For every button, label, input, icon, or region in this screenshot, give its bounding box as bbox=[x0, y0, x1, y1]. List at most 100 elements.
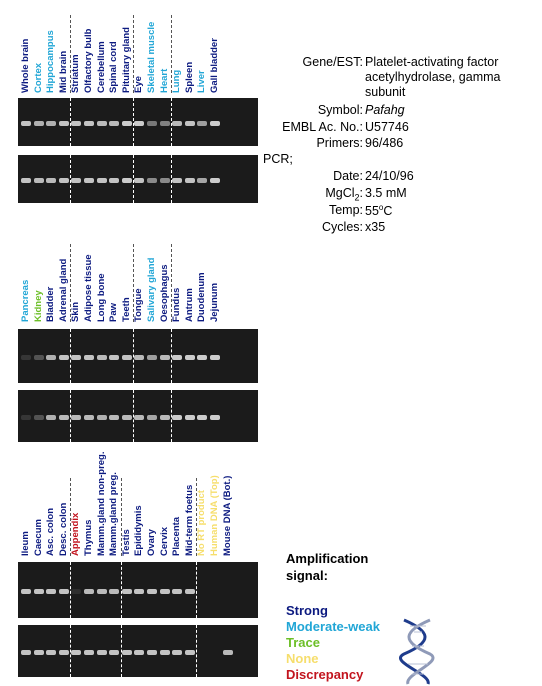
gel-band bbox=[21, 649, 31, 655]
gel-band bbox=[134, 649, 145, 655]
gel-band bbox=[46, 414, 57, 420]
lane-label: Cervix bbox=[158, 526, 170, 556]
lane-separator bbox=[133, 98, 135, 146]
gel-band bbox=[109, 414, 120, 420]
gel-band bbox=[172, 178, 183, 184]
gel-band bbox=[21, 414, 31, 420]
gel-band bbox=[121, 649, 132, 655]
lane-separator bbox=[133, 390, 135, 442]
lane-separator bbox=[70, 625, 72, 677]
lane-separator bbox=[120, 562, 122, 618]
gel-band bbox=[172, 588, 183, 594]
symbol-value: Pafahg bbox=[365, 103, 405, 117]
gel-band bbox=[109, 178, 120, 184]
gel-band bbox=[159, 649, 170, 655]
gene-row-3: subunit bbox=[263, 85, 538, 101]
lane-label: Duodenum bbox=[196, 272, 208, 322]
lane-separator bbox=[70, 390, 72, 442]
gel-band bbox=[134, 414, 145, 420]
mgcl-value: 3.5 mM bbox=[365, 186, 407, 200]
lane-label: Spinal cord bbox=[108, 41, 120, 93]
lane-label: Placenta bbox=[171, 516, 183, 556]
lane-label: Heart bbox=[158, 68, 170, 93]
lane-label: Salivary gland bbox=[146, 257, 157, 322]
lane-label: Liver bbox=[196, 70, 208, 93]
lane-separator bbox=[70, 562, 72, 618]
label-separator bbox=[196, 478, 198, 556]
lane-label: Pancreas bbox=[20, 279, 31, 322]
gel-band bbox=[222, 649, 233, 655]
primers-key: Primers: bbox=[316, 136, 363, 150]
gel-band bbox=[33, 414, 44, 420]
lane-separator bbox=[170, 98, 172, 146]
lane-label: Asc. colon bbox=[45, 507, 57, 556]
gel-band bbox=[159, 121, 170, 127]
lane-label: Paw bbox=[108, 302, 120, 322]
gel-band bbox=[21, 354, 31, 360]
lane-separator bbox=[70, 98, 72, 146]
gel-band bbox=[147, 649, 157, 655]
gel-band bbox=[58, 649, 69, 655]
gel-band bbox=[172, 649, 183, 655]
pcr-key: PCR; bbox=[263, 152, 293, 166]
lane-label: Ileum bbox=[20, 531, 31, 556]
symbol-key: Symbol: bbox=[317, 103, 363, 117]
gel-band bbox=[46, 121, 57, 127]
lane-label: Cerebellum bbox=[95, 41, 107, 93]
legend-item-trace: Trace bbox=[286, 635, 320, 650]
gel-band bbox=[184, 588, 195, 594]
gel-band bbox=[109, 588, 120, 594]
mgcl-row: MgCl2: 3.5 mM bbox=[263, 186, 538, 203]
lane-separator bbox=[133, 329, 135, 383]
gel-band bbox=[121, 414, 132, 420]
gel-band bbox=[71, 178, 82, 184]
label-separator bbox=[70, 244, 72, 322]
gel-band bbox=[184, 354, 195, 360]
label-separator bbox=[120, 478, 122, 556]
gel-band bbox=[172, 414, 183, 420]
lane-label: Eye bbox=[133, 76, 145, 93]
gel-band bbox=[84, 121, 94, 127]
gel-band bbox=[84, 178, 94, 184]
gel-band bbox=[197, 178, 208, 184]
gel-band bbox=[147, 414, 157, 420]
embl-value: U57746 bbox=[365, 120, 409, 134]
gel-image bbox=[18, 155, 258, 203]
gel-band bbox=[159, 588, 170, 594]
gel-band bbox=[134, 178, 145, 184]
legend-title-line1: Amplification bbox=[286, 551, 369, 566]
gel-band bbox=[96, 121, 107, 127]
gel-image bbox=[18, 329, 258, 383]
gel-band bbox=[109, 121, 120, 127]
gel-band bbox=[159, 354, 170, 360]
lane-label: Cortex bbox=[32, 62, 44, 93]
gel-band bbox=[147, 588, 157, 594]
gel-image bbox=[18, 562, 258, 618]
gel-band bbox=[21, 121, 31, 127]
label-separator bbox=[170, 15, 172, 93]
date-row: Date: 24/10/96 bbox=[263, 169, 538, 185]
gel-band bbox=[46, 649, 57, 655]
symbol-row: Symbol: Pafahg bbox=[263, 103, 538, 119]
date-value: 24/10/96 bbox=[365, 169, 414, 183]
gel-band bbox=[109, 354, 120, 360]
lane-label: Striatum bbox=[70, 54, 82, 93]
lane-label: Human DNA (Top) bbox=[209, 475, 220, 556]
temp-value-degree: o bbox=[378, 203, 384, 212]
gel-band bbox=[197, 414, 208, 420]
lane-separator bbox=[196, 625, 198, 677]
gel-band bbox=[197, 121, 208, 127]
gel-band bbox=[159, 178, 170, 184]
gel-band bbox=[197, 354, 208, 360]
lane-label: Olfactory bulb bbox=[83, 28, 94, 93]
lane-label: Skin bbox=[70, 301, 82, 322]
gel-band bbox=[184, 414, 195, 420]
lane-label: Lung bbox=[171, 69, 183, 93]
legend-item-discrepancy: Discrepancy bbox=[286, 667, 364, 682]
gel-band bbox=[84, 588, 94, 594]
lane-label: Kidney bbox=[32, 290, 44, 322]
lane-label: Hippocampus bbox=[45, 30, 57, 93]
gel-band bbox=[96, 178, 107, 184]
label-separator bbox=[170, 244, 172, 322]
gel-band bbox=[159, 414, 170, 420]
